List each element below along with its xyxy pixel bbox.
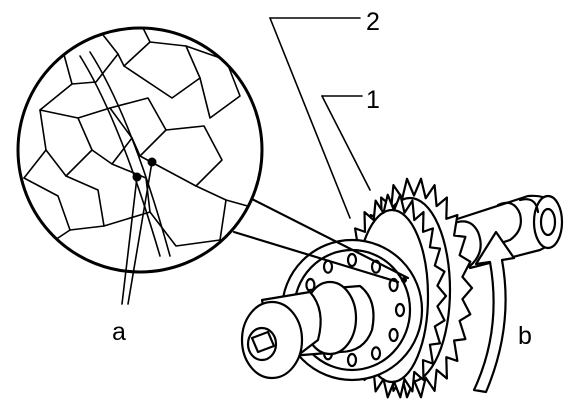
flange-hole [370, 346, 382, 361]
flange-hole [394, 302, 406, 318]
magnified-detail-circle [16, 26, 264, 274]
shaft-right [446, 194, 564, 270]
callout-1: 1 [366, 86, 380, 114]
flange-hole [388, 277, 399, 293]
callout-b: b [518, 322, 532, 350]
shaft-front [240, 280, 375, 380]
magnifier-leader [232, 194, 410, 284]
mark-point-icon [401, 277, 407, 283]
flange-hole [388, 327, 399, 343]
curved-arrow-icon [472, 230, 516, 394]
callout-2: 2 [366, 8, 380, 36]
flange-hole [346, 252, 358, 268]
rotation-arrow [472, 230, 516, 394]
callout-leaders [121, 17, 371, 305]
flange-hole [346, 352, 358, 368]
callout-a: a [112, 318, 126, 346]
